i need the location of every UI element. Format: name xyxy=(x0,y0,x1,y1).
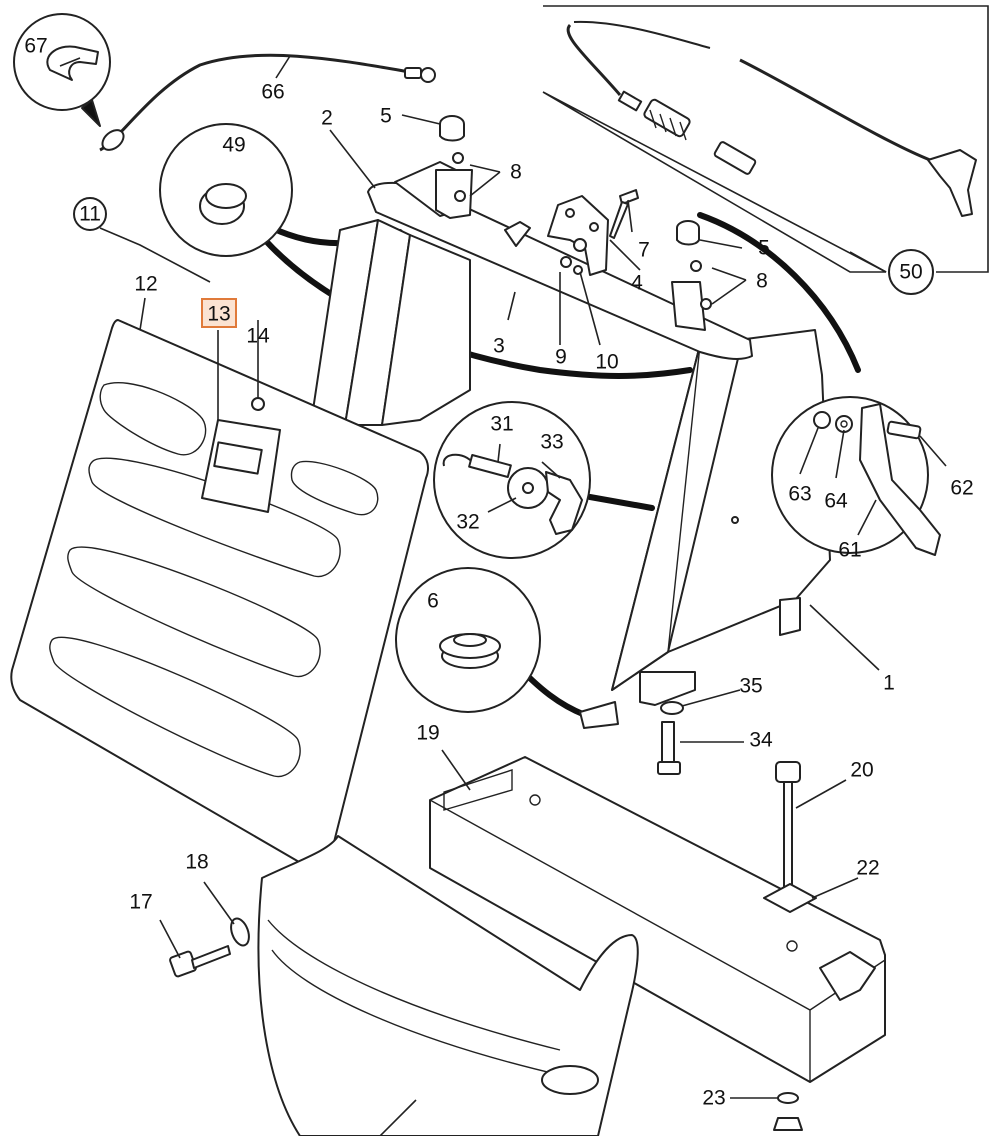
latch-4 xyxy=(547,195,609,276)
label-6[interactable]: 6 xyxy=(427,590,439,613)
label-50[interactable]: 50 xyxy=(899,261,922,284)
callout-67 xyxy=(13,13,111,127)
label-2[interactable]: 2 xyxy=(321,107,333,130)
label-31[interactable]: 31 xyxy=(490,413,513,436)
callout-31-33 xyxy=(433,401,591,559)
label-33[interactable]: 33 xyxy=(540,431,563,454)
label-49[interactable]: 49 xyxy=(222,134,245,157)
label-8-right[interactable]: 8 xyxy=(756,270,768,293)
nut-23 xyxy=(773,1092,803,1131)
bolt-34-washer-35 xyxy=(657,701,684,775)
label-3[interactable]: 3 xyxy=(493,335,505,358)
counterweight-19 xyxy=(429,756,886,1083)
label-1[interactable]: 1 xyxy=(883,672,895,695)
label-4[interactable]: 4 xyxy=(631,272,643,295)
label-19[interactable]: 19 xyxy=(416,722,439,745)
label-13-highlight xyxy=(201,298,237,328)
uprights xyxy=(309,219,471,431)
label-13[interactable]: 13 xyxy=(207,303,230,326)
bolt-7 xyxy=(609,189,639,239)
label-5-top[interactable]: 5 xyxy=(380,105,392,128)
label-64[interactable]: 64 xyxy=(824,490,848,513)
label-67[interactable]: 67 xyxy=(24,35,47,58)
label-61[interactable]: 61 xyxy=(838,539,861,562)
grille-12 xyxy=(10,319,429,869)
label-14[interactable]: 14 xyxy=(246,325,270,348)
bolt-20-plate-22 xyxy=(763,761,817,913)
label-11[interactable]: 11 xyxy=(79,203,101,226)
label-10[interactable]: 10 xyxy=(595,351,618,374)
label-8-top[interactable]: 8 xyxy=(510,161,522,184)
label-66[interactable]: 66 xyxy=(261,81,284,104)
label-18[interactable]: 18 xyxy=(185,851,208,874)
ground-strap-66 xyxy=(99,53,436,152)
label-23[interactable]: 23 xyxy=(702,1087,725,1110)
frame-1 xyxy=(579,329,831,729)
label-5-right[interactable]: 5 xyxy=(758,237,770,260)
fasteners-5-8 xyxy=(439,115,712,310)
label-11-circle xyxy=(73,197,107,231)
label-7[interactable]: 7 xyxy=(638,239,650,262)
part-labels: 67 66 2 5 8 49 11 12 13 14 3 9 10 4 7 5 … xyxy=(24,35,973,1110)
label-20[interactable]: 20 xyxy=(850,759,873,782)
label-17[interactable]: 17 xyxy=(129,891,152,914)
label-62[interactable]: 62 xyxy=(950,477,973,500)
callout-61-64 xyxy=(771,396,941,556)
label-34[interactable]: 34 xyxy=(749,729,773,752)
callout-6 xyxy=(395,567,541,713)
label-leaders xyxy=(59,55,947,1136)
label-22[interactable]: 22 xyxy=(856,857,879,880)
label-63[interactable]: 63 xyxy=(788,483,811,506)
callout-49 xyxy=(159,123,293,257)
label-35[interactable]: 35 xyxy=(739,675,762,698)
label-9[interactable]: 9 xyxy=(555,346,567,369)
label-32[interactable]: 32 xyxy=(456,511,479,534)
cable-inset-box xyxy=(542,5,989,273)
label-50-circle xyxy=(888,249,934,295)
lower-shroud xyxy=(257,835,639,1136)
label-12[interactable]: 12 xyxy=(134,273,157,296)
bracket-2 xyxy=(367,161,753,360)
bolt-17-washer-18 xyxy=(169,917,250,978)
